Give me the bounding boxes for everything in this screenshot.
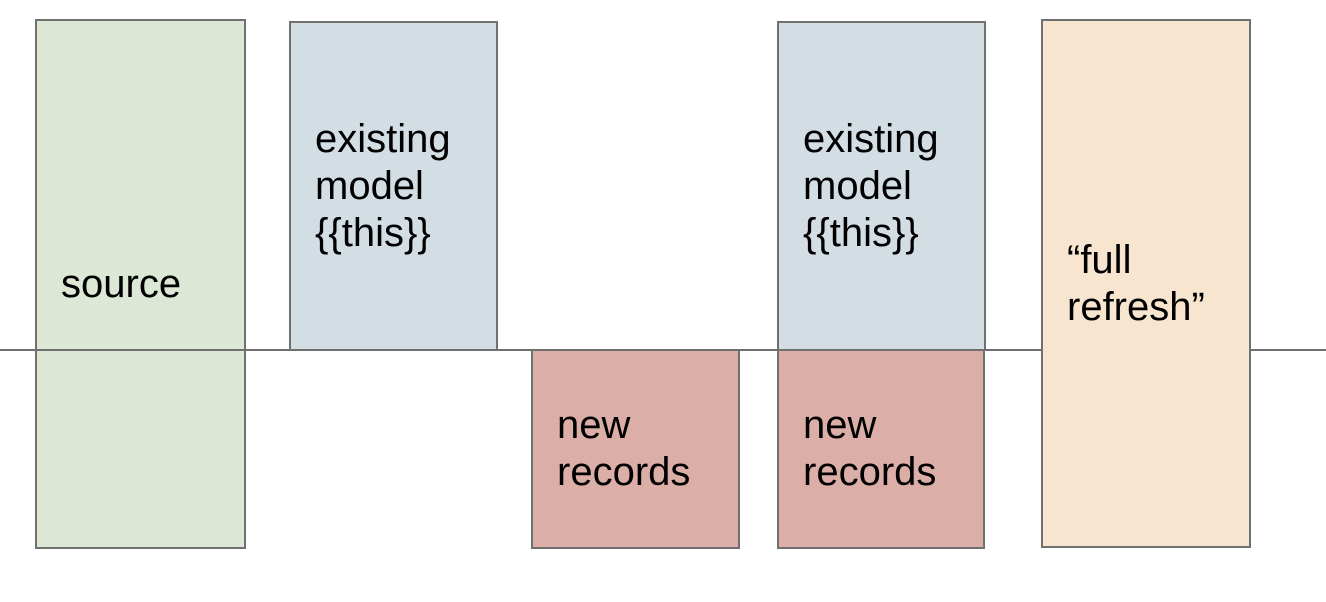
box-existing-model-2: existing model {{this}} [777,21,986,351]
box-source: source [35,19,246,549]
box-new-records-1: new records [531,349,740,549]
box-new-records-2-label: new records [803,403,937,494]
box-full-refresh: “full refresh” [1041,19,1251,548]
box-existing-model-1-label: existing model {{this}} [315,116,451,255]
box-full-refresh-label: “full refresh” [1067,237,1205,329]
box-source-label: source [61,261,182,306]
box-existing-model-1: existing model {{this}} [289,21,498,351]
box-new-records-2: new records [777,349,985,549]
box-existing-model-2-label: existing model {{this}} [803,116,939,255]
box-new-records-1-label: new records [557,403,691,494]
